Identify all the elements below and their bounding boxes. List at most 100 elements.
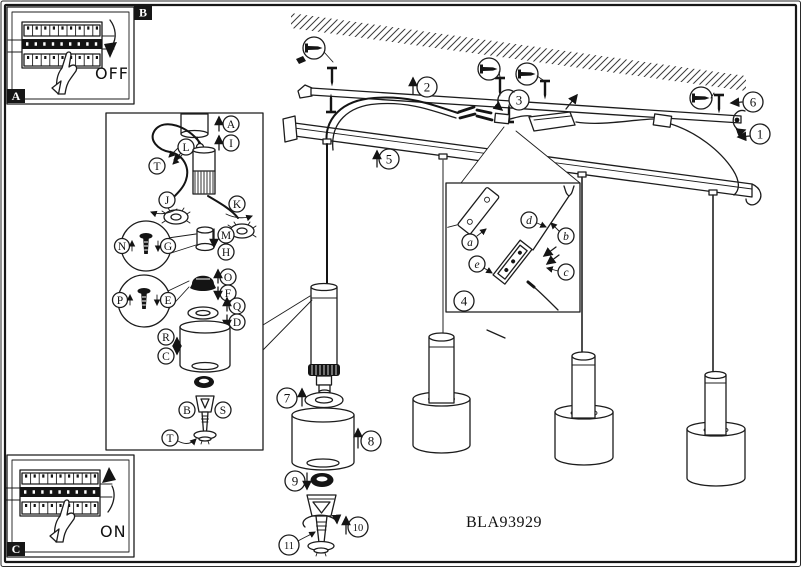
suspension-tube-part bbox=[192, 146, 216, 195]
off-arrow-icon bbox=[104, 19, 117, 58]
pendant-1-exploded: 7 8 9 bbox=[276, 143, 382, 557]
svg-text:E: E bbox=[164, 295, 171, 307]
callout-terminal-b: b bbox=[557, 227, 575, 245]
callout-part-N: N bbox=[113, 237, 131, 255]
wire-fork bbox=[563, 185, 575, 197]
callout-part-H: H bbox=[217, 243, 235, 261]
callout-part-T-bulb: T bbox=[161, 429, 179, 447]
svg-text:1: 1 bbox=[757, 127, 764, 142]
callout-part-J: J bbox=[158, 191, 176, 209]
callout-step-10: 10 bbox=[347, 516, 369, 538]
svg-text:3: 3 bbox=[516, 93, 523, 108]
trim-ring-part bbox=[310, 473, 334, 487]
callout-step-7: 7 bbox=[276, 387, 298, 409]
callout-part-G: G bbox=[159, 237, 177, 255]
power-off-box: OFF A bbox=[6, 6, 135, 105]
callout-terminal-e: e bbox=[468, 255, 486, 273]
svg-text:J: J bbox=[165, 195, 170, 207]
trim-ring-part-small bbox=[194, 376, 214, 388]
incoming-wire bbox=[533, 286, 559, 311]
screw-icon bbox=[538, 79, 552, 101]
cable-grommet bbox=[438, 153, 448, 160]
svg-text:9: 9 bbox=[292, 474, 299, 489]
svg-text:D: D bbox=[233, 317, 241, 329]
callout-part-T: T bbox=[148, 157, 166, 175]
rail-end-hook bbox=[745, 183, 762, 206]
callout-part-R: R bbox=[157, 328, 175, 346]
main-assembly: 2 3 5 6 1 bbox=[276, 13, 771, 557]
callout-step-2: 2 bbox=[416, 76, 438, 98]
callout-part-L: L bbox=[177, 138, 195, 156]
mounting-bracket bbox=[447, 187, 500, 243]
bulb-part-small bbox=[193, 395, 217, 445]
pendant-shade bbox=[554, 404, 614, 466]
screw-detail-icon bbox=[477, 57, 501, 81]
svg-text:L: L bbox=[182, 142, 189, 154]
callout-step-1: 1 bbox=[749, 123, 771, 145]
svg-text:6: 6 bbox=[750, 95, 757, 110]
socket-tube-part bbox=[308, 282, 340, 395]
wire-connector bbox=[652, 113, 673, 128]
callout-part-I: I bbox=[222, 134, 240, 152]
svg-text:11: 11 bbox=[284, 541, 294, 552]
pendant-socket-tube bbox=[571, 351, 596, 419]
svg-text:b: b bbox=[563, 231, 569, 243]
callout-step-5: 5 bbox=[378, 148, 400, 170]
power-on-box: ON C bbox=[4, 454, 135, 558]
stripped-wire-ends bbox=[457, 105, 494, 122]
leader-arrow-icon bbox=[297, 531, 316, 542]
callout-part-P: P bbox=[111, 291, 129, 309]
callout-part-C: C bbox=[157, 347, 175, 365]
callout-step-6: 6 bbox=[742, 91, 764, 113]
driver-box bbox=[528, 111, 576, 132]
callout-terminal-c: c bbox=[557, 263, 575, 281]
svg-text:A: A bbox=[12, 89, 21, 103]
callout-part-O: O bbox=[219, 268, 237, 286]
svg-text:e: e bbox=[474, 259, 479, 271]
svg-text:N: N bbox=[118, 241, 127, 253]
leader-arrow-icon bbox=[177, 438, 197, 446]
wall-anchor bbox=[296, 56, 306, 64]
wire-connector bbox=[493, 112, 511, 125]
section-tag-a: A bbox=[7, 89, 25, 103]
svg-text:c: c bbox=[563, 267, 568, 279]
supply-cables bbox=[325, 96, 740, 196]
pendant-shade bbox=[686, 421, 746, 487]
callout-part-A: A bbox=[222, 115, 240, 133]
svg-text:R: R bbox=[162, 332, 170, 344]
svg-text:I: I bbox=[229, 138, 233, 150]
svg-text:O: O bbox=[224, 272, 232, 284]
callout-part-D: D bbox=[228, 313, 246, 331]
shade-part bbox=[291, 407, 355, 471]
pendant-socket-tube bbox=[704, 370, 727, 436]
svg-text:F: F bbox=[225, 288, 231, 300]
svg-text:10: 10 bbox=[353, 523, 364, 534]
shade-part-small bbox=[179, 320, 231, 373]
section-tag-b: B bbox=[134, 5, 152, 20]
washer-part bbox=[304, 391, 344, 409]
svg-text:C: C bbox=[12, 542, 21, 556]
left-arrow-icon bbox=[729, 97, 743, 108]
callout-terminal-a: a bbox=[461, 233, 479, 251]
rotate-arrow-icon bbox=[732, 109, 747, 138]
svg-text:8: 8 bbox=[368, 434, 375, 449]
left-arrow-icon bbox=[736, 131, 751, 142]
callout-step-3: 3 bbox=[508, 89, 530, 111]
svg-text:P: P bbox=[117, 295, 123, 307]
svg-text:K: K bbox=[233, 199, 242, 211]
svg-text:7: 7 bbox=[284, 391, 291, 406]
socket-part bbox=[195, 226, 215, 252]
strain-relief-ring-left bbox=[161, 207, 191, 225]
screw-icon bbox=[712, 93, 726, 115]
svg-text:5: 5 bbox=[386, 152, 393, 167]
svg-text:A: A bbox=[227, 119, 236, 131]
pivot-dot bbox=[734, 117, 740, 123]
svg-text:4: 4 bbox=[461, 294, 468, 309]
magnifier-wedge bbox=[461, 127, 580, 183]
screw-detail-icon bbox=[515, 62, 539, 86]
rotate-arrow-icon bbox=[492, 89, 515, 111]
svg-text:2: 2 bbox=[424, 80, 431, 95]
